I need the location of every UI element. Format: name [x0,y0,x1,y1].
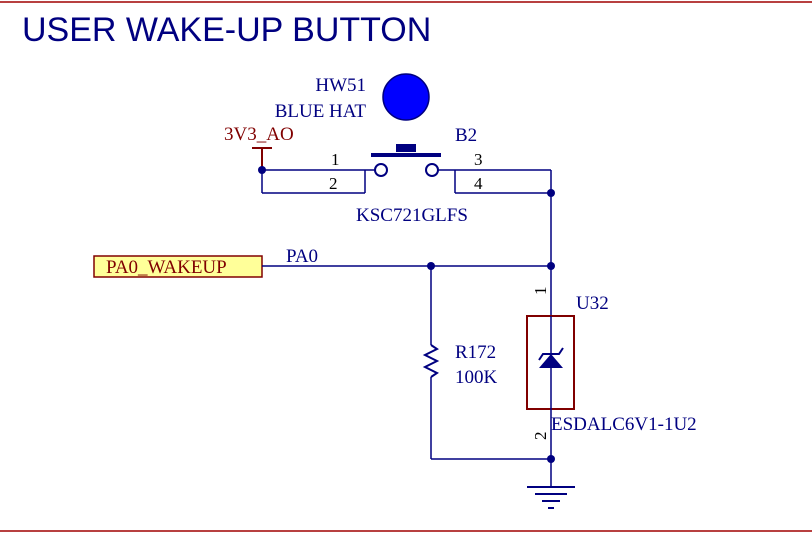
push-button-b2: 1 2 3 4 B2 KSC721GLFS [258,125,555,226]
resistor-zigzag [422,344,440,378]
net-pa0: PA0 [262,246,555,270]
port-label: PA0_WAKEUP [106,257,227,278]
button-pin-1: 1 [331,150,340,169]
tvs-diode-u32: 1 2 U32 ESDALC6V1-1U2 [526,287,697,459]
button-pin-3: 3 [474,150,483,169]
tvs-pin-1: 1 [531,287,550,296]
tvs-part: ESDALC6V1-1U2 [551,414,697,435]
hat-designator: HW51 [315,75,366,96]
sheet-title: USER WAKE-UP BUTTON [22,11,431,49]
power-net-label: 3V3_AO [224,124,294,145]
ground-net [431,455,575,509]
ground-icon [527,486,575,509]
resistor-designator: R172 [455,342,496,363]
power-symbol-3v3: 3V3_AO [224,124,294,170]
button-pin-2: 2 [329,174,338,193]
blue-hat-circle [382,73,430,121]
junction-dot [258,166,266,174]
port-pa0-wakeup: PA0_WAKEUP [93,255,263,278]
tvs-pin-2: 2 [531,432,550,441]
button-part: KSC721GLFS [356,205,468,226]
tvs-designator: U32 [576,293,609,314]
hat-name: BLUE HAT [275,101,367,122]
contact-right [425,163,439,177]
button-designator: B2 [455,125,477,146]
blue-hat-marker: HW51 BLUE HAT [275,73,430,122]
tvs-triangle [539,354,563,368]
resistor-value: 100K [455,367,498,388]
button-pin-4: 4 [474,174,483,193]
resistor-r172: R172 100K [422,266,498,459]
net-label: PA0 [286,246,318,267]
contact-left [374,163,388,177]
button-actuator [396,144,416,152]
